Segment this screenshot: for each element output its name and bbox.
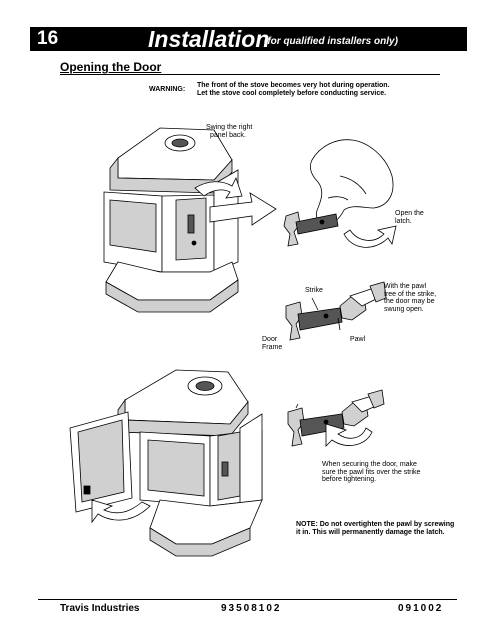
label-line: sure the pawl fits over the strike bbox=[322, 468, 421, 476]
stove-illustration-top bbox=[103, 127, 277, 313]
note-text: NOTE: Do not overtighten the pawl by scr… bbox=[296, 521, 454, 536]
footer-rule bbox=[38, 599, 457, 600]
page-number: 16 bbox=[37, 28, 59, 49]
label-line: When securing the door, make bbox=[322, 461, 417, 468]
warning-label: WARNING: bbox=[149, 86, 186, 93]
note-line: it in. This will permanently damage the … bbox=[296, 528, 445, 536]
page-subtitle: (for qualified installers only) bbox=[264, 36, 398, 47]
label-door-frame: Door Frame bbox=[262, 336, 282, 351]
label-line: Frame bbox=[262, 343, 283, 351]
label-line: before tightening. bbox=[322, 476, 377, 483]
hand-latch-illustration bbox=[283, 139, 397, 248]
footer-part-number: 93508102 bbox=[221, 603, 282, 614]
label-swing-panel: Swing the right panel back. bbox=[206, 124, 252, 139]
label-line: the door may be bbox=[384, 298, 435, 305]
header-bar: 16 Installation (for qualified installer… bbox=[30, 26, 467, 52]
label-line: Door bbox=[262, 336, 278, 343]
footer-date-code: 091002 bbox=[398, 603, 444, 614]
label-open-latch: Open the latch. bbox=[395, 210, 424, 225]
label-pawl-free: With the pawl free of the strike, the do… bbox=[384, 283, 436, 313]
label-strike: Strike bbox=[305, 287, 323, 294]
label-pawl: Pawl bbox=[350, 336, 366, 343]
latch-detail-secure bbox=[287, 389, 385, 447]
page-title: Installation bbox=[148, 26, 270, 52]
label-line: swung open. bbox=[384, 305, 424, 313]
warning-line: Let the stove cool completely before con… bbox=[197, 90, 387, 97]
label-line: latch. bbox=[395, 217, 412, 225]
heading-rule bbox=[60, 74, 440, 75]
warning-text: The front of the stove becomes very hot … bbox=[197, 82, 390, 98]
label-line: panel back. bbox=[210, 131, 246, 139]
label-line: Open the bbox=[395, 210, 424, 217]
label-line: With the pawl bbox=[384, 283, 427, 290]
section-heading: Opening the Door bbox=[60, 60, 162, 74]
label-securing: When securing the door, make sure the pa… bbox=[322, 461, 420, 484]
stove-illustration-bottom bbox=[69, 369, 263, 557]
note-line: NOTE: Do not overtighten the pawl by scr… bbox=[296, 521, 455, 528]
latch-detail-open bbox=[285, 281, 387, 341]
label-line: Swing the right bbox=[206, 124, 253, 131]
warning-line: The front of the stove becomes very hot … bbox=[197, 82, 390, 89]
footer-company: Travis Industries bbox=[60, 603, 140, 614]
label-line: free of the strike, bbox=[384, 290, 437, 298]
